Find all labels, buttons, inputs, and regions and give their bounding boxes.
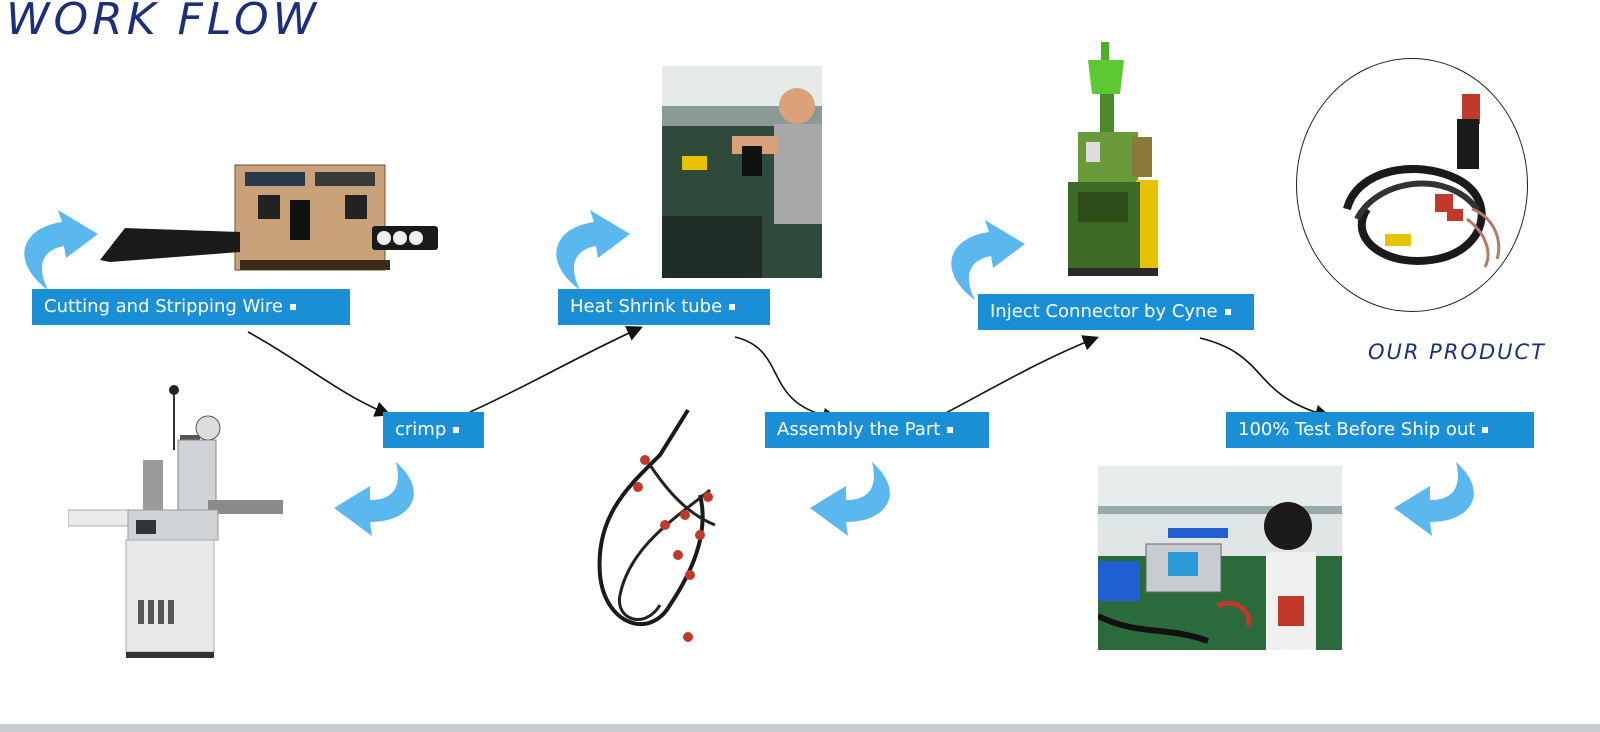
step-assembly-label: Assembly the Part — [777, 419, 941, 440]
curved-arrow-icon-1 — [24, 210, 98, 290]
step-assembly: Assembly the Part — [765, 412, 989, 448]
curved-arrow-icon-6 — [1394, 462, 1474, 536]
curved-arrow-icon-2 — [556, 210, 630, 290]
step-cutting-and-stripping: Cutting and Stripping Wire — [32, 289, 350, 325]
square-bullet-icon — [1224, 309, 1231, 315]
curved-arrow-icon-5 — [810, 462, 890, 536]
bottom-divider — [0, 724, 1600, 732]
step-inject-connector: Inject Connector by Cyne — [978, 294, 1254, 330]
square-bullet-icon — [290, 304, 297, 310]
page-title: WORK FLOW — [6, 0, 321, 45]
wire-harness-image — [590, 405, 730, 645]
injection-machine-image — [1056, 42, 1161, 277]
step-heat-shrink: Heat Shrink tube — [558, 289, 770, 325]
curved-arrow-icon-3 — [951, 220, 1025, 300]
heat-shrink-photo — [662, 66, 822, 278]
step-heat-label: Heat Shrink tube — [570, 296, 723, 317]
product-harness-image — [1296, 58, 1528, 312]
crimp-machine-image — [68, 380, 288, 660]
connector-cutting-to-crimp — [247, 331, 391, 417]
step-inject-label: Inject Connector by Cyne — [990, 301, 1218, 322]
cutting-machine-image — [100, 160, 440, 275]
connector-inject-to-test — [1199, 337, 1332, 421]
square-bullet-icon — [729, 304, 736, 310]
step-cutting-label: Cutting and Stripping Wire — [44, 296, 284, 317]
curved-arrow-icon-4 — [334, 462, 414, 536]
connector-crimp-to-heat — [469, 325, 643, 413]
step-crimp: crimp — [383, 412, 484, 448]
square-bullet-icon — [453, 427, 460, 433]
step-test: 100% Test Before Ship out — [1226, 412, 1534, 448]
connector-heat-to-assembly — [734, 336, 840, 424]
step-test-label: 100% Test Before Ship out — [1238, 419, 1476, 440]
connector-assembly-to-inject — [939, 335, 1099, 417]
square-bullet-icon — [1482, 427, 1489, 433]
square-bullet-icon — [947, 427, 954, 433]
testing-photo — [1098, 466, 1342, 650]
step-crimp-label: crimp — [395, 419, 447, 440]
product-label: OUR PRODUCT — [1368, 340, 1546, 364]
